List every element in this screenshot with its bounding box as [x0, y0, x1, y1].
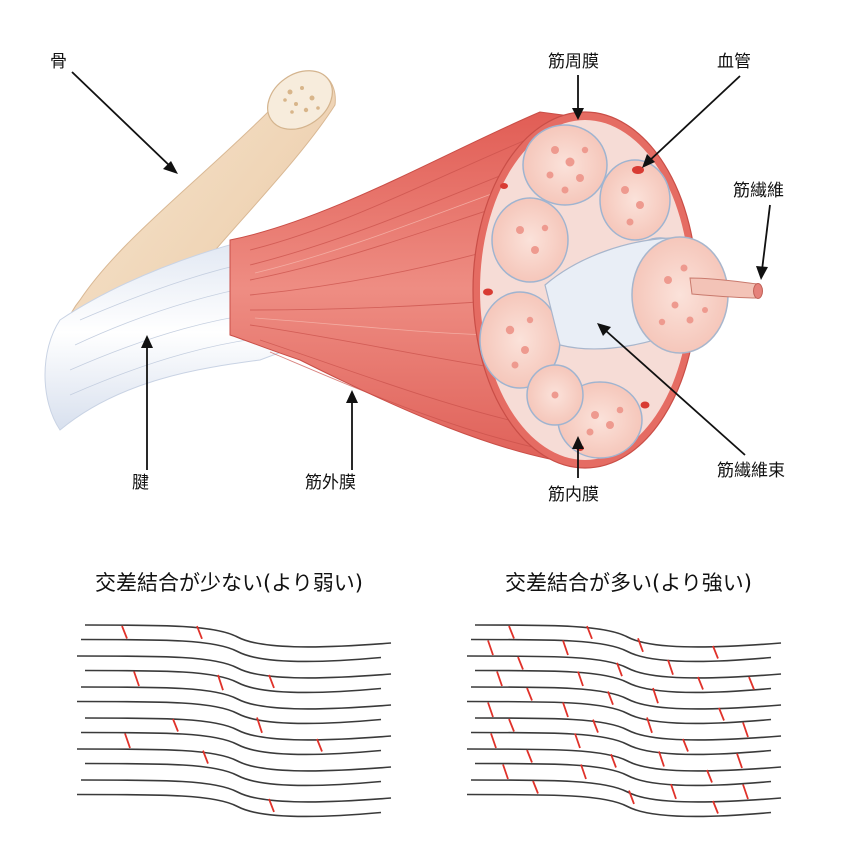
fiber-line	[84, 762, 382, 787]
label-fascicle-text: 筋繊維束	[717, 461, 785, 481]
fiber-line	[470, 686, 782, 710]
crosslink-mark	[121, 625, 128, 639]
crosslink-mark	[532, 780, 539, 794]
fiber-line	[470, 779, 782, 803]
crosslink-mark	[610, 753, 617, 768]
fiber-line	[466, 655, 782, 679]
label-blood-vessel: 血管	[642, 52, 751, 168]
label-endomysium: 筋内膜	[548, 436, 599, 505]
crosslink-mark	[736, 753, 743, 769]
fiber-line	[80, 638, 382, 663]
crosslink-mark	[577, 671, 584, 687]
label-bone: 骨	[50, 52, 178, 174]
fiber-line	[84, 669, 382, 694]
crosslink-mark	[508, 718, 515, 732]
crosslink-mark	[682, 738, 689, 752]
fiber-line	[466, 793, 772, 818]
crosslink-mark	[616, 662, 623, 677]
crosslink-mark	[562, 640, 569, 656]
fiber-line	[466, 748, 782, 772]
label-epimysium: 筋外膜	[305, 390, 358, 493]
fiber-line	[470, 731, 772, 756]
crosslink-mark	[526, 687, 533, 701]
crosslink-mark	[487, 640, 494, 656]
crosslink-mark	[712, 645, 719, 659]
crosslink-mark	[133, 671, 140, 687]
crosslink-mark	[742, 784, 749, 800]
crosslink-mark	[217, 674, 224, 691]
crosslink-mark	[697, 676, 704, 690]
crosslink-mark	[742, 722, 749, 738]
label-muscle-fiber: 筋繊維	[733, 181, 784, 280]
fiber-line	[80, 779, 392, 803]
crosslink-mark	[517, 656, 524, 670]
crosslink-mark	[490, 733, 497, 749]
fiber-line	[470, 638, 772, 663]
fiber-line	[80, 731, 382, 756]
crosslink-mark	[667, 659, 674, 675]
fiber-line	[474, 762, 772, 787]
crosslink-mark	[196, 625, 203, 640]
crosslink-mark	[268, 674, 275, 689]
fiber-line	[84, 717, 392, 741]
label-perimysium: 筋周膜	[548, 52, 599, 120]
crosslink-mark	[124, 733, 131, 749]
fiber-line	[84, 624, 392, 648]
fiber-line	[466, 700, 772, 725]
caption-few-crosslinks: 交差結合が少ない(より弱い)	[95, 571, 363, 595]
crosslink-mark	[172, 718, 179, 732]
label-muscle-fiber-text: 筋繊維	[733, 181, 784, 201]
label-tendon-text: 腱	[132, 473, 149, 493]
crosslink-mark	[712, 800, 719, 814]
crosslink-mark	[316, 738, 323, 752]
fiber-line	[474, 624, 782, 648]
crosslink-mark	[526, 749, 533, 763]
crosslink-mark	[586, 625, 593, 640]
fiber-line	[474, 669, 772, 694]
crosslink-mark	[202, 750, 209, 764]
fiber-line	[474, 717, 782, 741]
label-endomysium-text: 筋内膜	[548, 485, 599, 505]
fiber-line	[76, 655, 392, 679]
fiber-line	[76, 700, 382, 725]
crosslink-mark	[502, 764, 509, 780]
crosslink-mark	[646, 717, 653, 734]
crosslink-mark	[652, 687, 659, 704]
crosslink-mark	[592, 719, 599, 733]
muscle-cross-section	[472, 111, 763, 469]
label-epimysium-text: 筋外膜	[305, 473, 356, 493]
crosslink-mark	[268, 798, 275, 813]
crosslink-mark	[628, 790, 635, 805]
crosslink-mark	[580, 764, 587, 780]
crosslink-mark	[748, 676, 755, 690]
fiber-line	[76, 793, 382, 818]
crosslink-mark	[607, 691, 614, 706]
crosslink-mark	[670, 783, 677, 800]
caption-many-crosslinks: 交差結合が多い(より強い)	[505, 571, 752, 595]
crosslink-mark	[718, 707, 725, 721]
label-fascicle: 筋繊維束	[597, 323, 785, 481]
crosslink-mark	[562, 702, 569, 718]
crosslink-mark	[496, 671, 503, 687]
crosslink-mark	[256, 717, 263, 734]
fiber-panel-many-crosslinks	[466, 624, 782, 818]
fiber-line	[80, 686, 392, 710]
label-blood-vessel-text: 血管	[717, 52, 751, 72]
label-perimysium-text: 筋周膜	[548, 52, 599, 72]
crosslink-mark	[706, 769, 713, 783]
crosslink-mark	[508, 625, 515, 639]
fiber-panel-few-crosslinks	[76, 624, 392, 818]
label-tendon: 腱	[132, 335, 153, 493]
label-bone-text: 骨	[50, 52, 67, 72]
crosslink-mark	[574, 733, 581, 749]
crosslink-mark	[658, 751, 665, 767]
crosslink-mark	[637, 638, 644, 653]
crosslink-mark	[487, 702, 494, 718]
fiber-line	[76, 748, 392, 772]
